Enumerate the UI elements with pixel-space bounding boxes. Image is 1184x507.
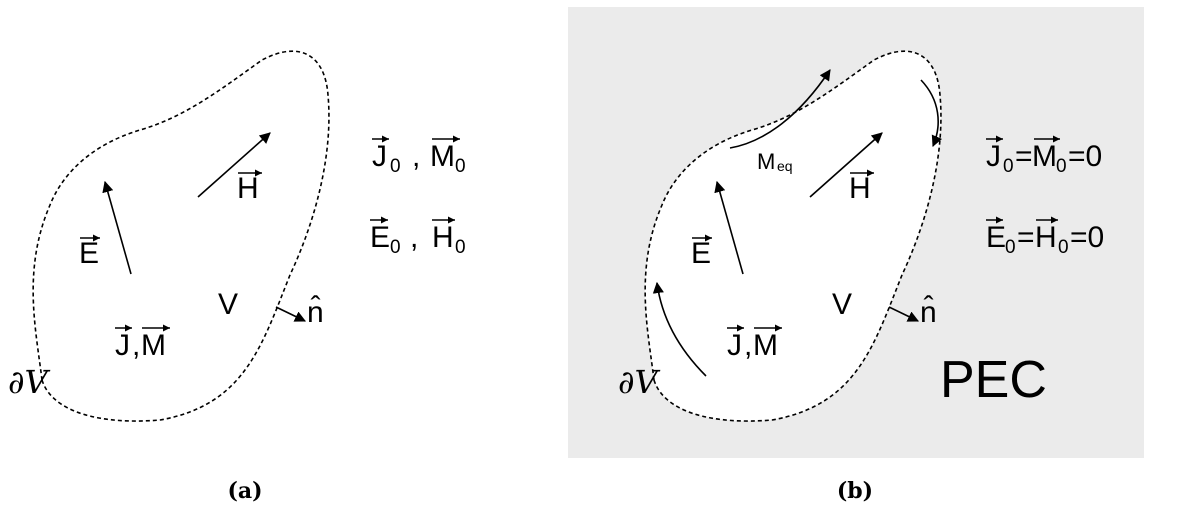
ext-h-sub-a: 0 [455, 237, 466, 258]
volume-label-a: V [218, 288, 238, 321]
e-field-label-b: E [691, 237, 711, 270]
ext-e-sub-a: 0 [390, 237, 401, 258]
h-field-label-a: H [237, 172, 259, 205]
ext-j-sub-a: 0 [390, 156, 401, 177]
h-field-arrow-a [197, 132, 271, 198]
ext-e-b: E [986, 221, 1006, 254]
sources-comma-a: , [132, 329, 140, 362]
e-field-label-a: E [79, 237, 99, 270]
sources-comma-b: , [744, 329, 752, 362]
sources-j-a: J [115, 329, 130, 362]
ext-m-b: M [1032, 140, 1057, 173]
panel-b: M eq E H V n̂ J , M ∂V J 0 = M 0 =0 E 0 [618, 50, 1104, 504]
h-field-arrow-b [809, 132, 883, 198]
ext-h-a: H [432, 221, 454, 254]
normal-arrow-b [888, 306, 920, 322]
pec-label: PEC [940, 351, 1047, 409]
caption-b: (b) [837, 478, 873, 504]
ext-eq2-b: =0 [1068, 140, 1102, 173]
ext-eq3-b: = [1017, 221, 1035, 254]
ext-m-a: M [430, 140, 455, 173]
ext-sep2-a: , [410, 221, 418, 254]
normal-label-b: n̂ [920, 296, 937, 329]
ext-e-sub-b: 0 [1005, 237, 1016, 258]
sources-j-b: J [727, 329, 742, 362]
ext-h-sub-b: 0 [1058, 237, 1069, 258]
ext-h-b: H [1035, 221, 1057, 254]
ext-m-sub-a: 0 [455, 156, 466, 177]
meq-arrow-left [652, 281, 707, 377]
meq-label: M [757, 149, 775, 174]
e-field-arrow-a [102, 180, 132, 275]
meq-arrow-top [729, 69, 831, 149]
meq-sub: eq [777, 158, 793, 174]
ext-eq4-b: =0 [1070, 221, 1104, 254]
normal-arrow-a [275, 306, 307, 322]
normal-label-a: n̂ [307, 296, 324, 329]
ext-sep-a: , [412, 140, 420, 173]
sources-m-a: M [141, 329, 166, 362]
volume-label-b: V [832, 288, 852, 321]
sources-m-b: M [753, 329, 778, 362]
ext-j-a: J [372, 140, 387, 173]
ext-j-sub-b: 0 [1003, 156, 1014, 177]
ext-j-b: J [986, 140, 1001, 173]
e-field-arrow-b [714, 180, 744, 275]
boundary-label-a: ∂V [8, 363, 51, 401]
ext-eq1-b: = [1015, 140, 1033, 173]
volume-boundary-a [32, 50, 330, 422]
ext-m-sub-b: 0 [1056, 156, 1067, 177]
ext-e-a: E [370, 221, 390, 254]
caption-a: (a) [227, 478, 262, 504]
h-field-label-b: H [849, 172, 871, 205]
meq-arrow-right [920, 79, 943, 148]
panel-a: E H V n̂ J , M ∂V J 0 , M 0 E 0 , H 0 (a… [8, 50, 466, 504]
boundary-label-b: ∂V [618, 363, 661, 401]
